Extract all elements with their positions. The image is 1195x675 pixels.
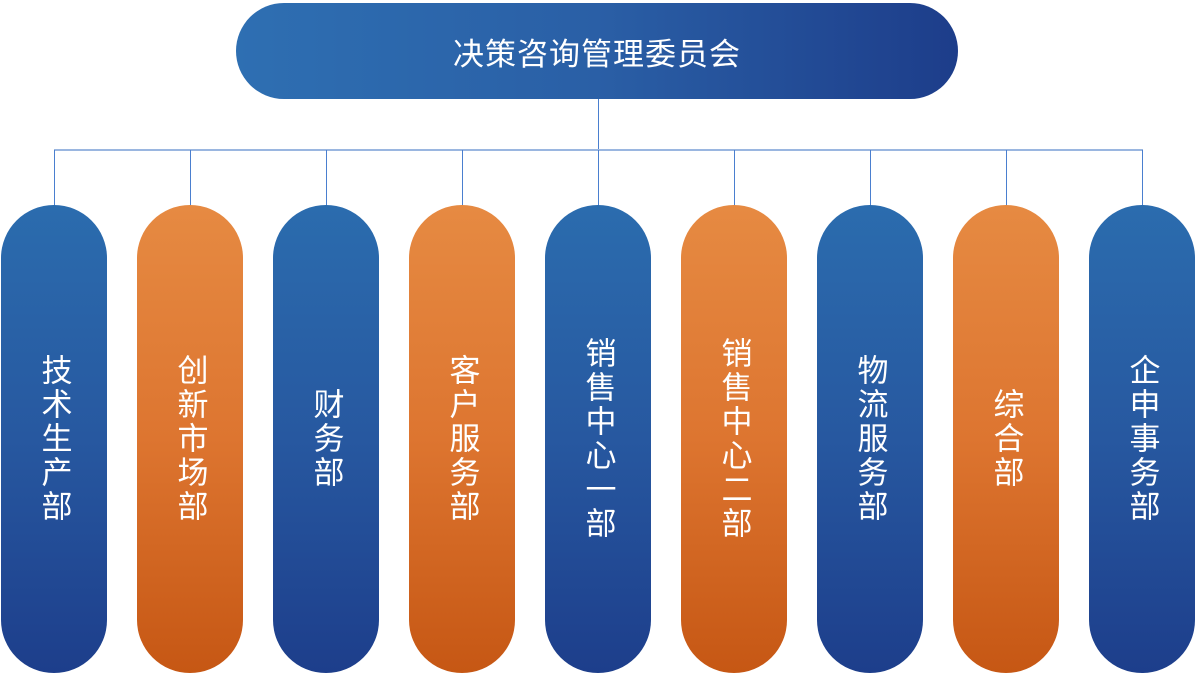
department-label: 销售中心二部 — [715, 337, 752, 541]
department-node: 创新市场部 — [137, 205, 243, 673]
department-connector — [190, 150, 191, 206]
department-connector — [870, 150, 871, 206]
department-node: 销售中心一部 — [545, 205, 651, 673]
department-connector — [326, 150, 327, 206]
department-label: 财务部 — [307, 388, 344, 490]
department-label: 创新市场部 — [171, 354, 208, 524]
root-node: 决策咨询管理委员会 — [236, 3, 958, 99]
department-label: 综合部 — [987, 388, 1024, 490]
department-connector — [734, 150, 735, 206]
department-label: 物流服务部 — [851, 354, 888, 524]
department-node: 企申事务部 — [1089, 205, 1195, 673]
department-label: 企申事务部 — [1123, 354, 1160, 524]
department-connector — [1006, 150, 1007, 206]
department-node: 技术生产部 — [1, 205, 107, 673]
department-connector — [598, 150, 599, 206]
department-label: 客户服务部 — [443, 354, 480, 524]
department-node: 综合部 — [953, 205, 1059, 673]
department-label: 技术生产部 — [35, 354, 72, 524]
department-connector — [462, 150, 463, 206]
root-label: 决策咨询管理委员会 — [453, 36, 741, 73]
root-connector — [598, 99, 599, 150]
department-connector — [1142, 150, 1143, 206]
department-label: 销售中心一部 — [579, 337, 616, 541]
department-node: 客户服务部 — [409, 205, 515, 673]
department-node: 物流服务部 — [817, 205, 923, 673]
department-node: 财务部 — [273, 205, 379, 673]
department-node: 销售中心二部 — [681, 205, 787, 673]
department-connector — [54, 150, 55, 206]
